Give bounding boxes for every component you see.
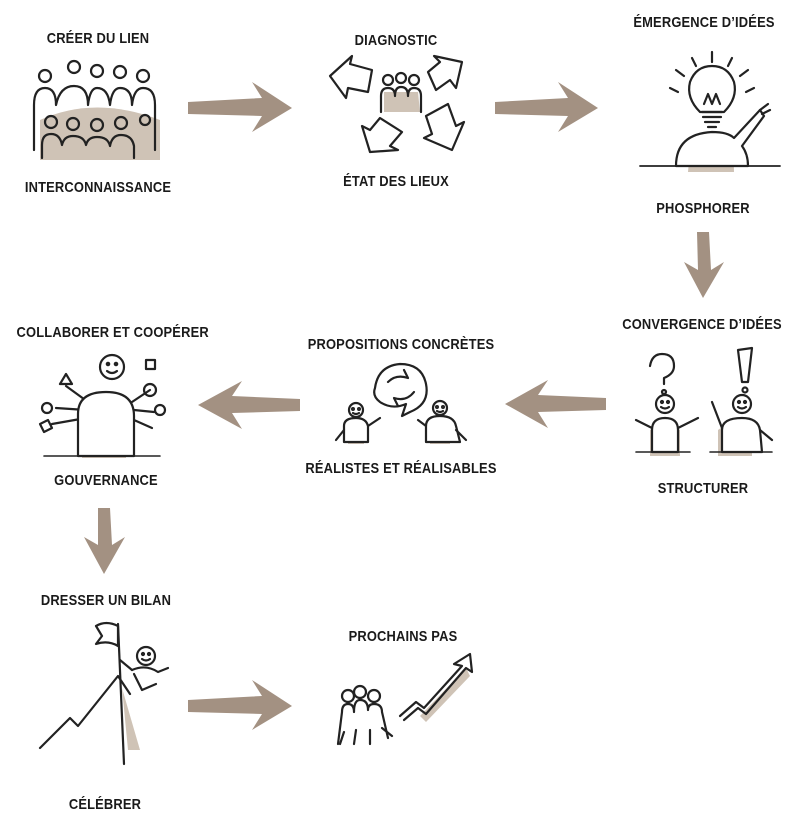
group-of-people-icon [32,59,160,160]
flow-arrow-right-2 [495,82,598,132]
step-4-title: CONVERGENCE D’IDÉES [622,316,782,333]
flow-arrow-down-2 [84,508,125,574]
step-3-title: ÉMERGENCE D’IDÉES [633,14,775,31]
multi-armed-person-icon [38,353,167,458]
step-6-subtitle: GOUVERNANCE [54,472,158,489]
step-8-title: PROCHAINS PAS [348,628,458,645]
step-5-title: PROPOSITIONS CONCRÈTES [307,336,495,353]
step-3-subtitle: PHOSPHORER [656,200,750,217]
step-4-subtitle: STRUCTURER [657,480,749,497]
flow-arrow-down-1 [684,232,724,298]
people-rising-arrow-icon [336,652,474,746]
flow-arrow-left-2 [198,381,300,429]
step-5-subtitle: RÉALISTES ET RÉALISABLES [305,460,497,477]
lightbulb-person-icon [639,50,781,172]
cycle-between-people-icon [334,362,468,444]
step-1-title: CRÉER DU LIEN [46,30,150,47]
step-7-title: DRESSER UN BILAN [40,592,172,609]
step-2-subtitle: ÉTAT DES LIEUX [343,173,449,190]
step-6-title: COLLABORER ET COOPÉRER [16,324,209,341]
flow-arrow-right-3 [188,680,292,730]
step-7-subtitle: CÉLÉBRER [68,796,142,813]
people-with-cycle-arrows-icon [328,54,466,154]
question-exclamation-people-icon [634,346,774,456]
flow-arrow-right-1 [188,82,292,132]
step-2-title: DIAGNOSTIC [354,32,438,49]
step-1-subtitle: INTERCONNAISSANCE [24,179,172,196]
mountain-flag-icon [38,621,170,766]
flow-arrow-left-1 [505,380,606,428]
